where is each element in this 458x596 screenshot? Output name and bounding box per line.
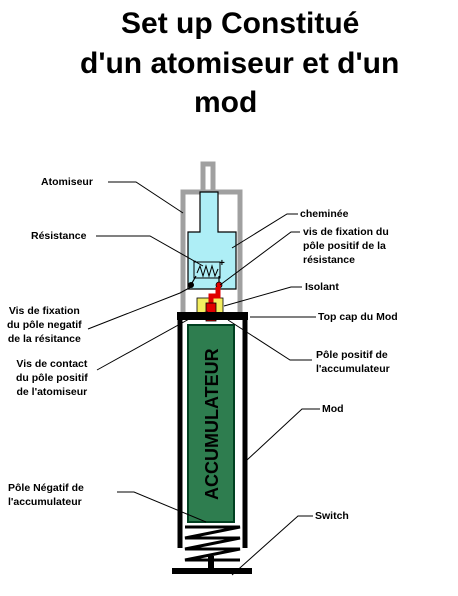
leader-pole-positif [227, 319, 312, 361]
switch-stem [208, 556, 214, 570]
leader-cheminee [231, 213, 298, 249]
label-mod: Mod [322, 403, 344, 415]
title-line-3: mod [194, 86, 258, 119]
battery-label: ACCUMULATEUR [202, 348, 222, 500]
switch-spring [184, 525, 241, 562]
label-top-cap: Top cap du Mod [318, 311, 398, 323]
label-pole-negatif-accu: Pôle Négatif de l'accumulateur [8, 482, 84, 508]
label-resistance: Résistance [31, 230, 87, 242]
title-line-1: Set up Constitué [121, 7, 360, 40]
leader-mod [246, 408, 320, 461]
negative-fixing-screw [188, 282, 194, 288]
label-vis-fixation-negatif: Vis de fixation du pôle negatif de la ré… [7, 305, 82, 345]
label-cheminee: cheminée [300, 208, 349, 220]
label-pole-positif-accu: Pôle positif de l'accumulateur [316, 349, 390, 375]
leader-vis-negatif [87, 286, 192, 330]
leader-switch [231, 515, 313, 576]
leader-vis-contact [96, 311, 209, 371]
drip-tip [200, 161, 216, 190]
leader-pole-negatif [117, 491, 207, 523]
resistance-coil [196, 264, 219, 278]
title-line-2: d'un atomiseur et d'un [80, 47, 400, 80]
leader-resistance [96, 235, 204, 267]
mod-tube [177, 316, 248, 548]
resistance-plus: + [219, 258, 225, 269]
leader-atomiseur [108, 181, 184, 214]
battery [187, 324, 235, 523]
label-vis-contact: Vis de contact du pôle positif de l'atom… [16, 358, 88, 398]
label-switch: Switch [315, 510, 349, 522]
label-atomiseur: Atomiseur [41, 176, 93, 188]
leader-isolant [223, 286, 302, 307]
label-isolant: Isolant [305, 281, 339, 293]
switch-button [172, 568, 252, 574]
leader-vis-positif [219, 231, 300, 286]
label-vis-fixation-positif: vis de fixation du pôle positif de la ré… [303, 226, 389, 266]
resistance-neg-leg [191, 275, 197, 284]
top-cap [177, 312, 248, 320]
